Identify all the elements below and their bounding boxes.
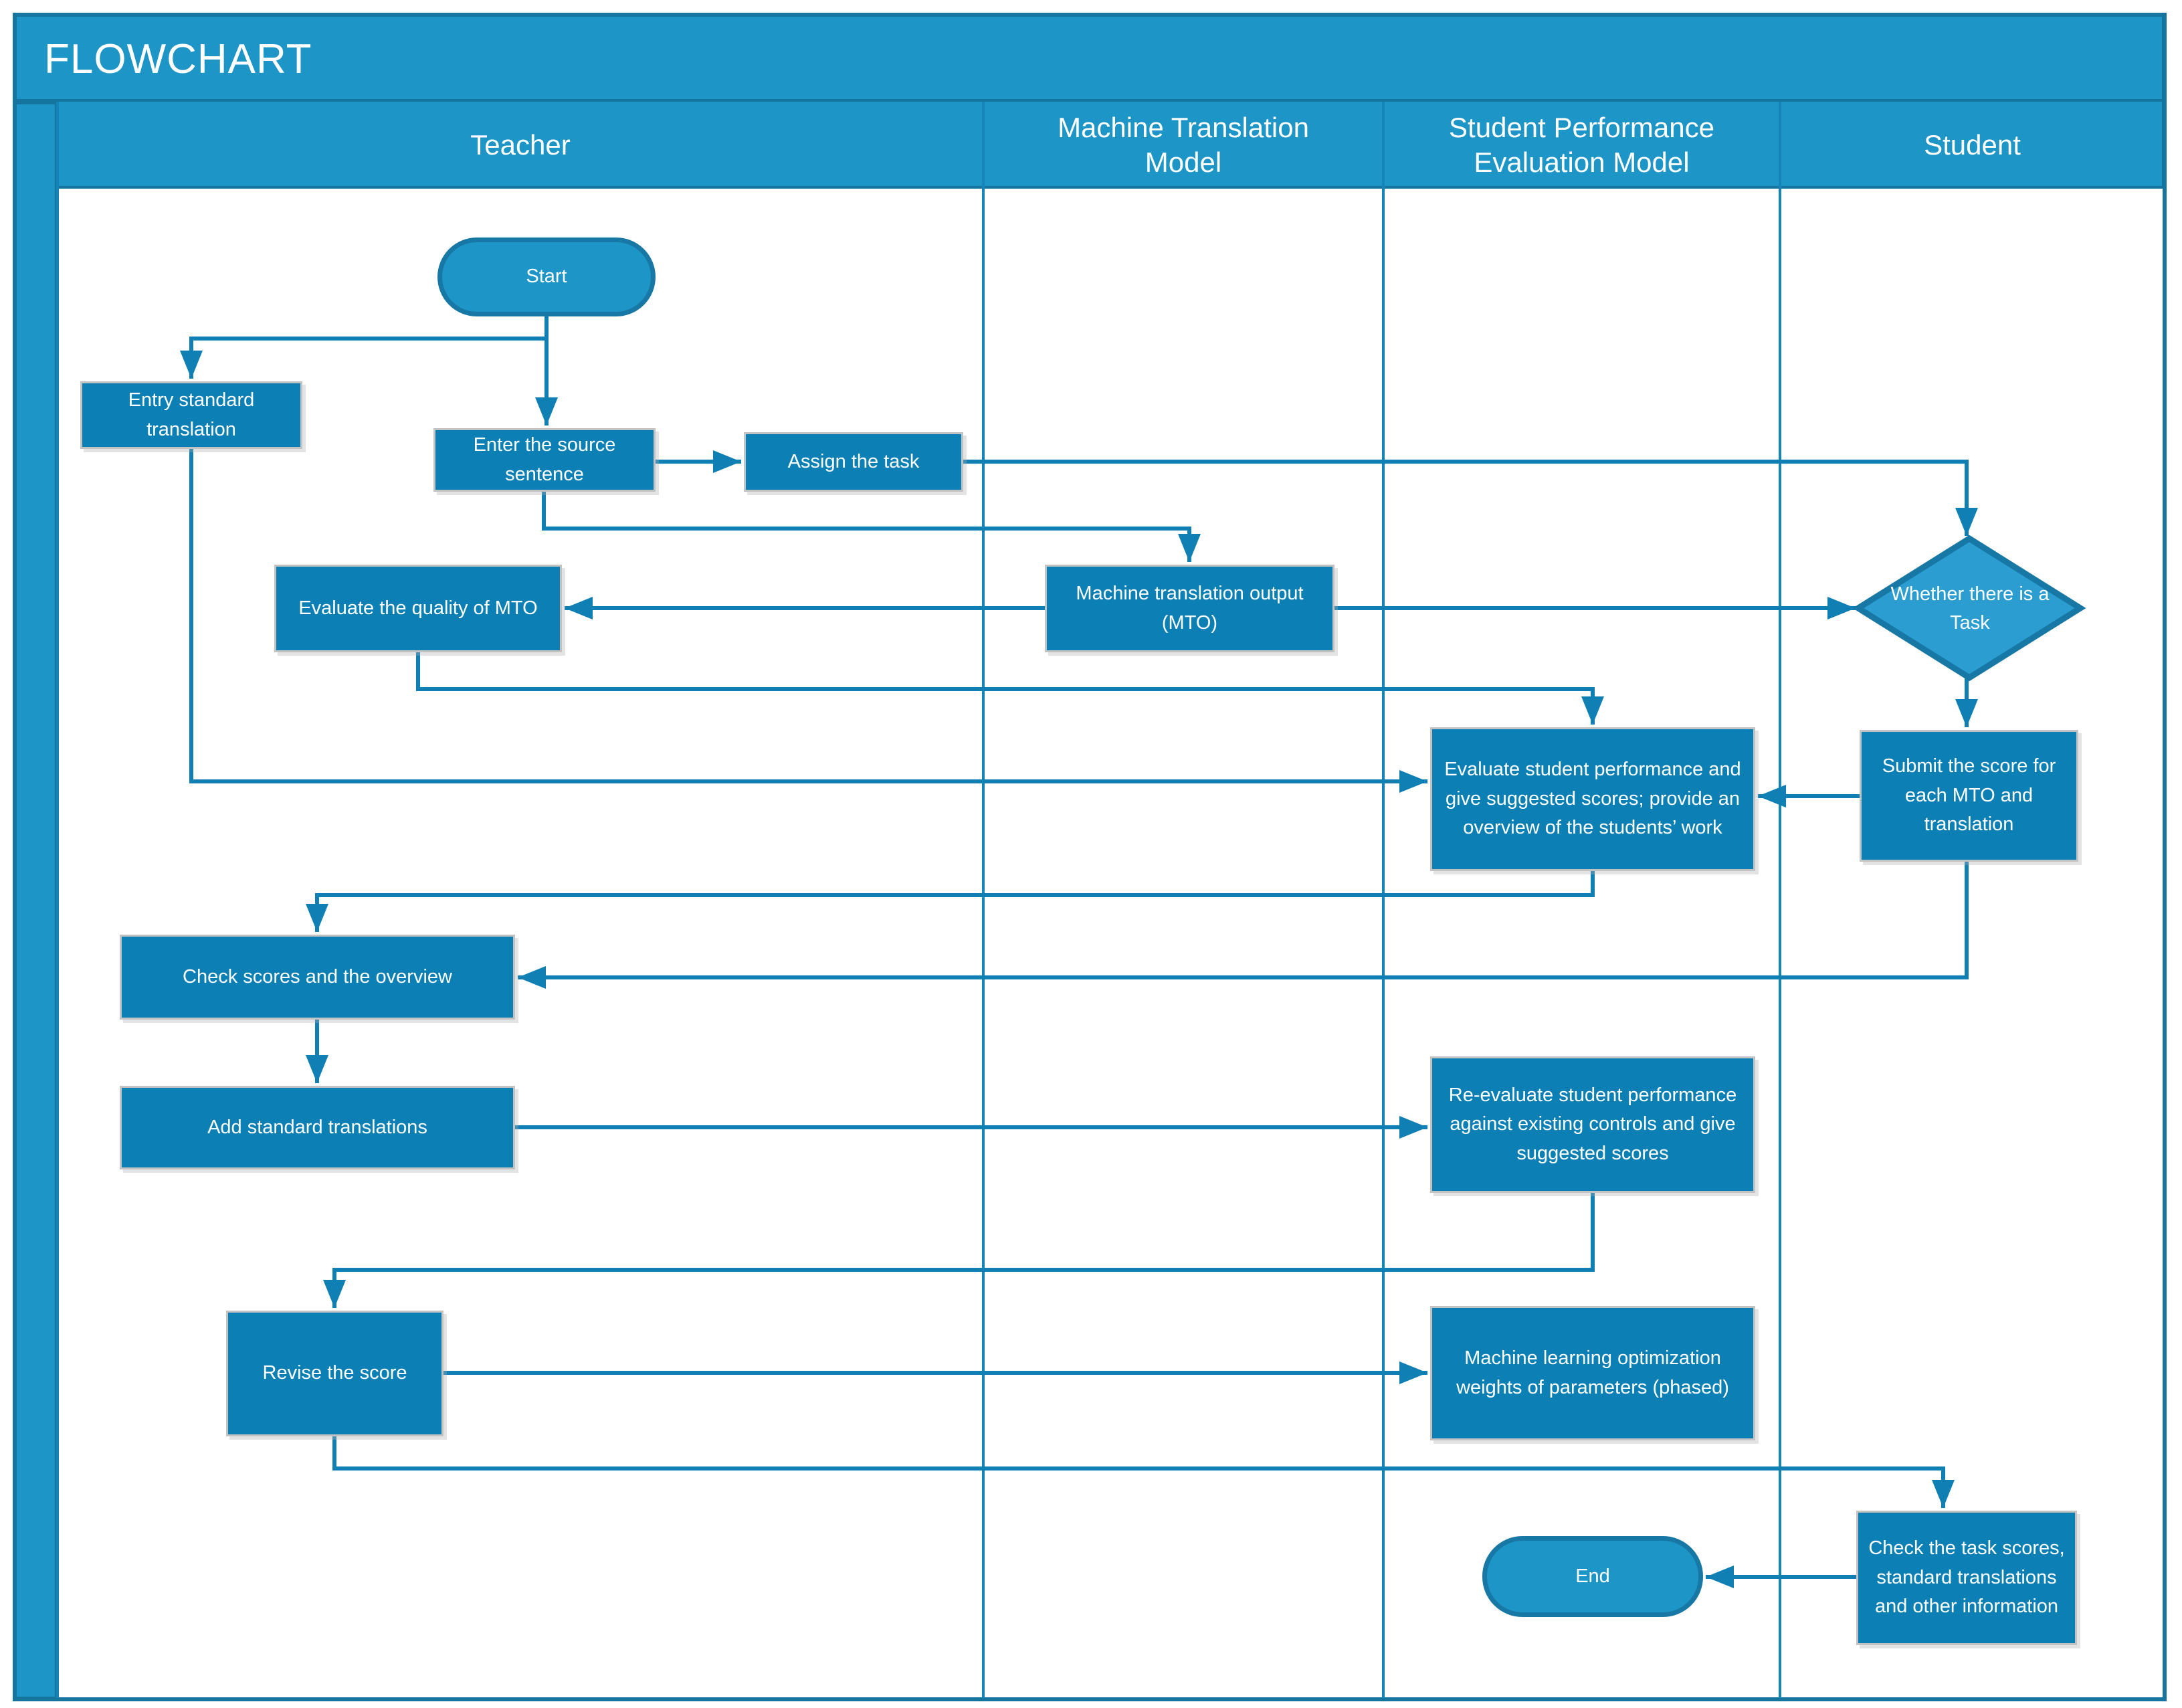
node-add-standard-translations: Add standard translations — [120, 1086, 515, 1169]
node-start: Start — [437, 238, 656, 316]
connector-enter-source-to-mto — [542, 492, 1201, 562]
node-check-scores-and-overview: Check scores and the overview — [120, 935, 515, 1020]
connectors — [180, 316, 1978, 1588]
lane-header-machine-translation-model: Machine Translation Model — [983, 102, 1383, 189]
outer-frame-border — [13, 13, 2167, 1701]
lane-header-student-performance-evaluation-model: Student Performance Evaluation Model — [1383, 102, 1780, 189]
node-entry-standard-translation: Entry standard translation — [80, 381, 302, 449]
node-machine-translation-output: Machine translation output (MTO) — [1045, 565, 1334, 652]
lane-header-student-performance-evaluation-model-label: Student Performance Evaluation Model — [1449, 111, 1714, 179]
node-evaluate-student-performance: Evaluate student performance and give su… — [1430, 727, 1755, 871]
lane-header-student: Student — [1780, 102, 2165, 189]
node-evaluate-quality-of-mto: Evaluate the quality of MTO — [274, 565, 562, 652]
decision-diamond-shape — [1852, 535, 2086, 682]
page-title: FLOWCHART — [44, 35, 312, 82]
lane-header-machine-translation-model-label: Machine Translation Model — [1058, 111, 1309, 179]
connector-evaluate-quality-to-evaluate-performance — [416, 652, 1604, 725]
node-end: End — [1482, 1536, 1703, 1617]
connector-revise-score-to-check-task — [332, 1436, 1955, 1508]
lane-separators — [56, 102, 1781, 1698]
lane-header-teacher: Teacher — [58, 102, 983, 189]
lane-header-student-label: Student — [1924, 128, 2021, 161]
connector-re-evaluate-to-revise-score — [323, 1193, 1595, 1308]
connector-entry-standard-to-evaluate-performance — [189, 449, 1427, 793]
node-submit-the-score: Submit the score for each MTO and transl… — [1860, 730, 2078, 862]
connector-start-to-entry-standard-translation — [180, 316, 549, 379]
node-check-task-scores: Check the task scores, standard translat… — [1856, 1511, 2077, 1645]
node-assign-the-task: Assign the task — [744, 432, 963, 492]
connector-submit-score-to-check-scores — [518, 862, 1969, 989]
node-enter-source-sentence: Enter the source sentence — [433, 428, 656, 492]
connector-evaluate-performance-to-check-scores — [306, 871, 1595, 932]
node-machine-learning-optimization: Machine learning optimization weights of… — [1430, 1306, 1755, 1440]
node-re-evaluate-student-performance: Re-evaluate student performance against … — [1430, 1056, 1755, 1193]
node-whether-there-is-a-task: Whether there is a Task — [1890, 583, 2050, 634]
node-revise-the-score: Revise the score — [226, 1311, 443, 1436]
connector-assign-task-to-decision — [963, 460, 1978, 536]
lane-header-teacher-label: Teacher — [470, 128, 571, 161]
